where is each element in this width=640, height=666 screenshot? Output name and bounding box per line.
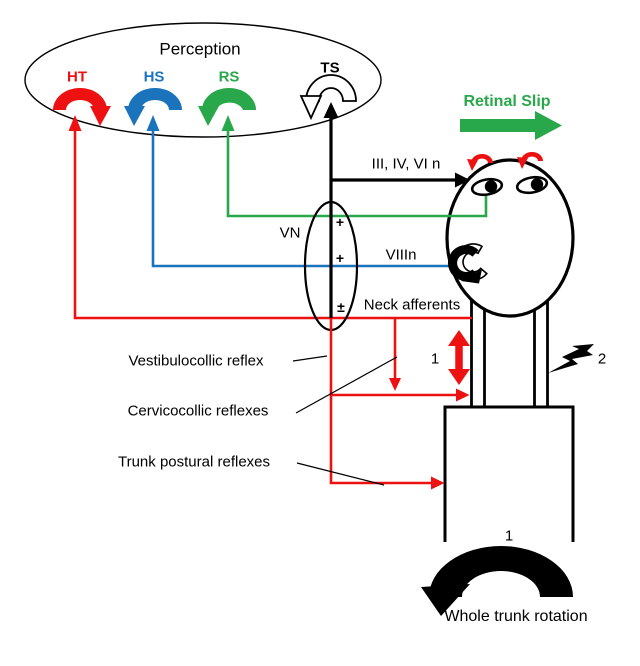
ts-label: TS — [320, 59, 340, 77]
feedback-lines — [68, 102, 488, 320]
rs-rotation-arrow-icon — [202, 88, 256, 110]
ts-arrowhead-icon — [323, 102, 339, 118]
vestibulocollic-pointer-line — [292, 355, 328, 362]
ht-label: HT — [67, 68, 87, 86]
vestibulocollic-reflex-label: Vestibulocollic reflex — [128, 352, 264, 370]
eyes — [470, 175, 549, 197]
cervicocollic-reflexes-label: Cervicocollic reflexes — [127, 402, 269, 420]
semicircular-canal-arrow-icon — [447, 243, 488, 284]
left-eye-rotation-arrowhead-icon — [467, 159, 478, 171]
ts-rotation-arrow-icon — [305, 74, 357, 102]
trunk-postural-reflex-line — [329, 395, 432, 485]
vn-label: VN — [279, 224, 301, 242]
vn-sign-retinal: + — [335, 214, 345, 230]
retinal-slip-arrow-icon — [460, 111, 562, 140]
oculomotor-nerves-label: III, IV, VI n — [371, 155, 441, 173]
neck-afferents-label: Neck afferents — [363, 296, 461, 314]
trunk-postural-reflexes-label: Trunk postural reflexes — [117, 453, 271, 471]
cervicocollic-pointer-line — [295, 356, 398, 414]
cervicocollic-arrowhead-icon — [389, 378, 401, 391]
trunk-postural-pointer-line — [296, 462, 385, 486]
ht-rotation-arrow-icon — [53, 88, 107, 110]
double-arrow-up-head — [448, 330, 470, 346]
left-pupil-icon — [484, 180, 498, 193]
canal-black-arrow-icon — [447, 244, 479, 281]
rs-arrowhead-icon — [221, 115, 235, 131]
hs-rotation-arrowhead-icon — [124, 106, 145, 126]
lightning-bolt-icon — [548, 344, 594, 373]
neck-lines — [470, 298, 549, 406]
vn-sign-vestibular: + — [335, 250, 345, 266]
perception-rotation-arrows — [53, 74, 357, 126]
perception-title: Perception — [159, 39, 241, 59]
hs-arrowhead-icon — [146, 115, 160, 131]
retinal-slip-line — [226, 130, 488, 218]
oculomotor-arrowhead-icon — [455, 172, 470, 188]
vestibular-nerve-line — [151, 130, 451, 268]
reflex-pathways — [329, 318, 457, 485]
whole-trunk-rotation-label: Whole trunk rotation — [444, 608, 588, 625]
neck-input-arrowhead-icon — [456, 388, 470, 402]
vestibular-nerve-label: VIIIn — [385, 246, 417, 264]
ts-rotation-arrowhead-icon — [299, 95, 323, 121]
neck-rotation-marker: 1 — [430, 350, 440, 368]
perception-ellipse — [24, 22, 382, 138]
trunk-rotation-arrow-icon — [421, 546, 573, 616]
double-arrow-down-head — [448, 369, 470, 385]
trunk-outline — [443, 405, 575, 542]
trunk-rotation-marker: 1 — [504, 527, 514, 545]
retinal-slip-label: Retinal Slip — [463, 93, 551, 110]
trunk-input-arrowhead-icon — [431, 476, 445, 490]
neck-perturbation-marker: 2 — [597, 350, 607, 368]
eye-rotation-arrows — [467, 152, 543, 171]
vn-sign-neck: ± — [337, 299, 345, 315]
rs-label: RS — [218, 68, 240, 86]
head-outline — [445, 158, 575, 318]
right-pupil-icon — [530, 178, 544, 191]
trunk-rotation-arrowhead-icon — [421, 584, 470, 616]
neck-rotation-double-arrow-icon — [448, 330, 470, 385]
trunk-rotation-arc — [429, 546, 573, 597]
right-eye-rotation-arrowhead-icon — [517, 157, 528, 169]
hs-rotation-arrow-icon — [128, 88, 182, 110]
neck-afferents-line — [73, 130, 472, 320]
hs-label: HS — [143, 68, 165, 86]
label-pointers — [292, 355, 398, 486]
ht-arrowhead-icon — [68, 115, 82, 131]
canal-arrowhead-icon — [461, 269, 482, 284]
rs-rotation-arrowhead-icon — [198, 106, 219, 126]
ht-rotation-arrowhead-icon — [90, 106, 111, 126]
